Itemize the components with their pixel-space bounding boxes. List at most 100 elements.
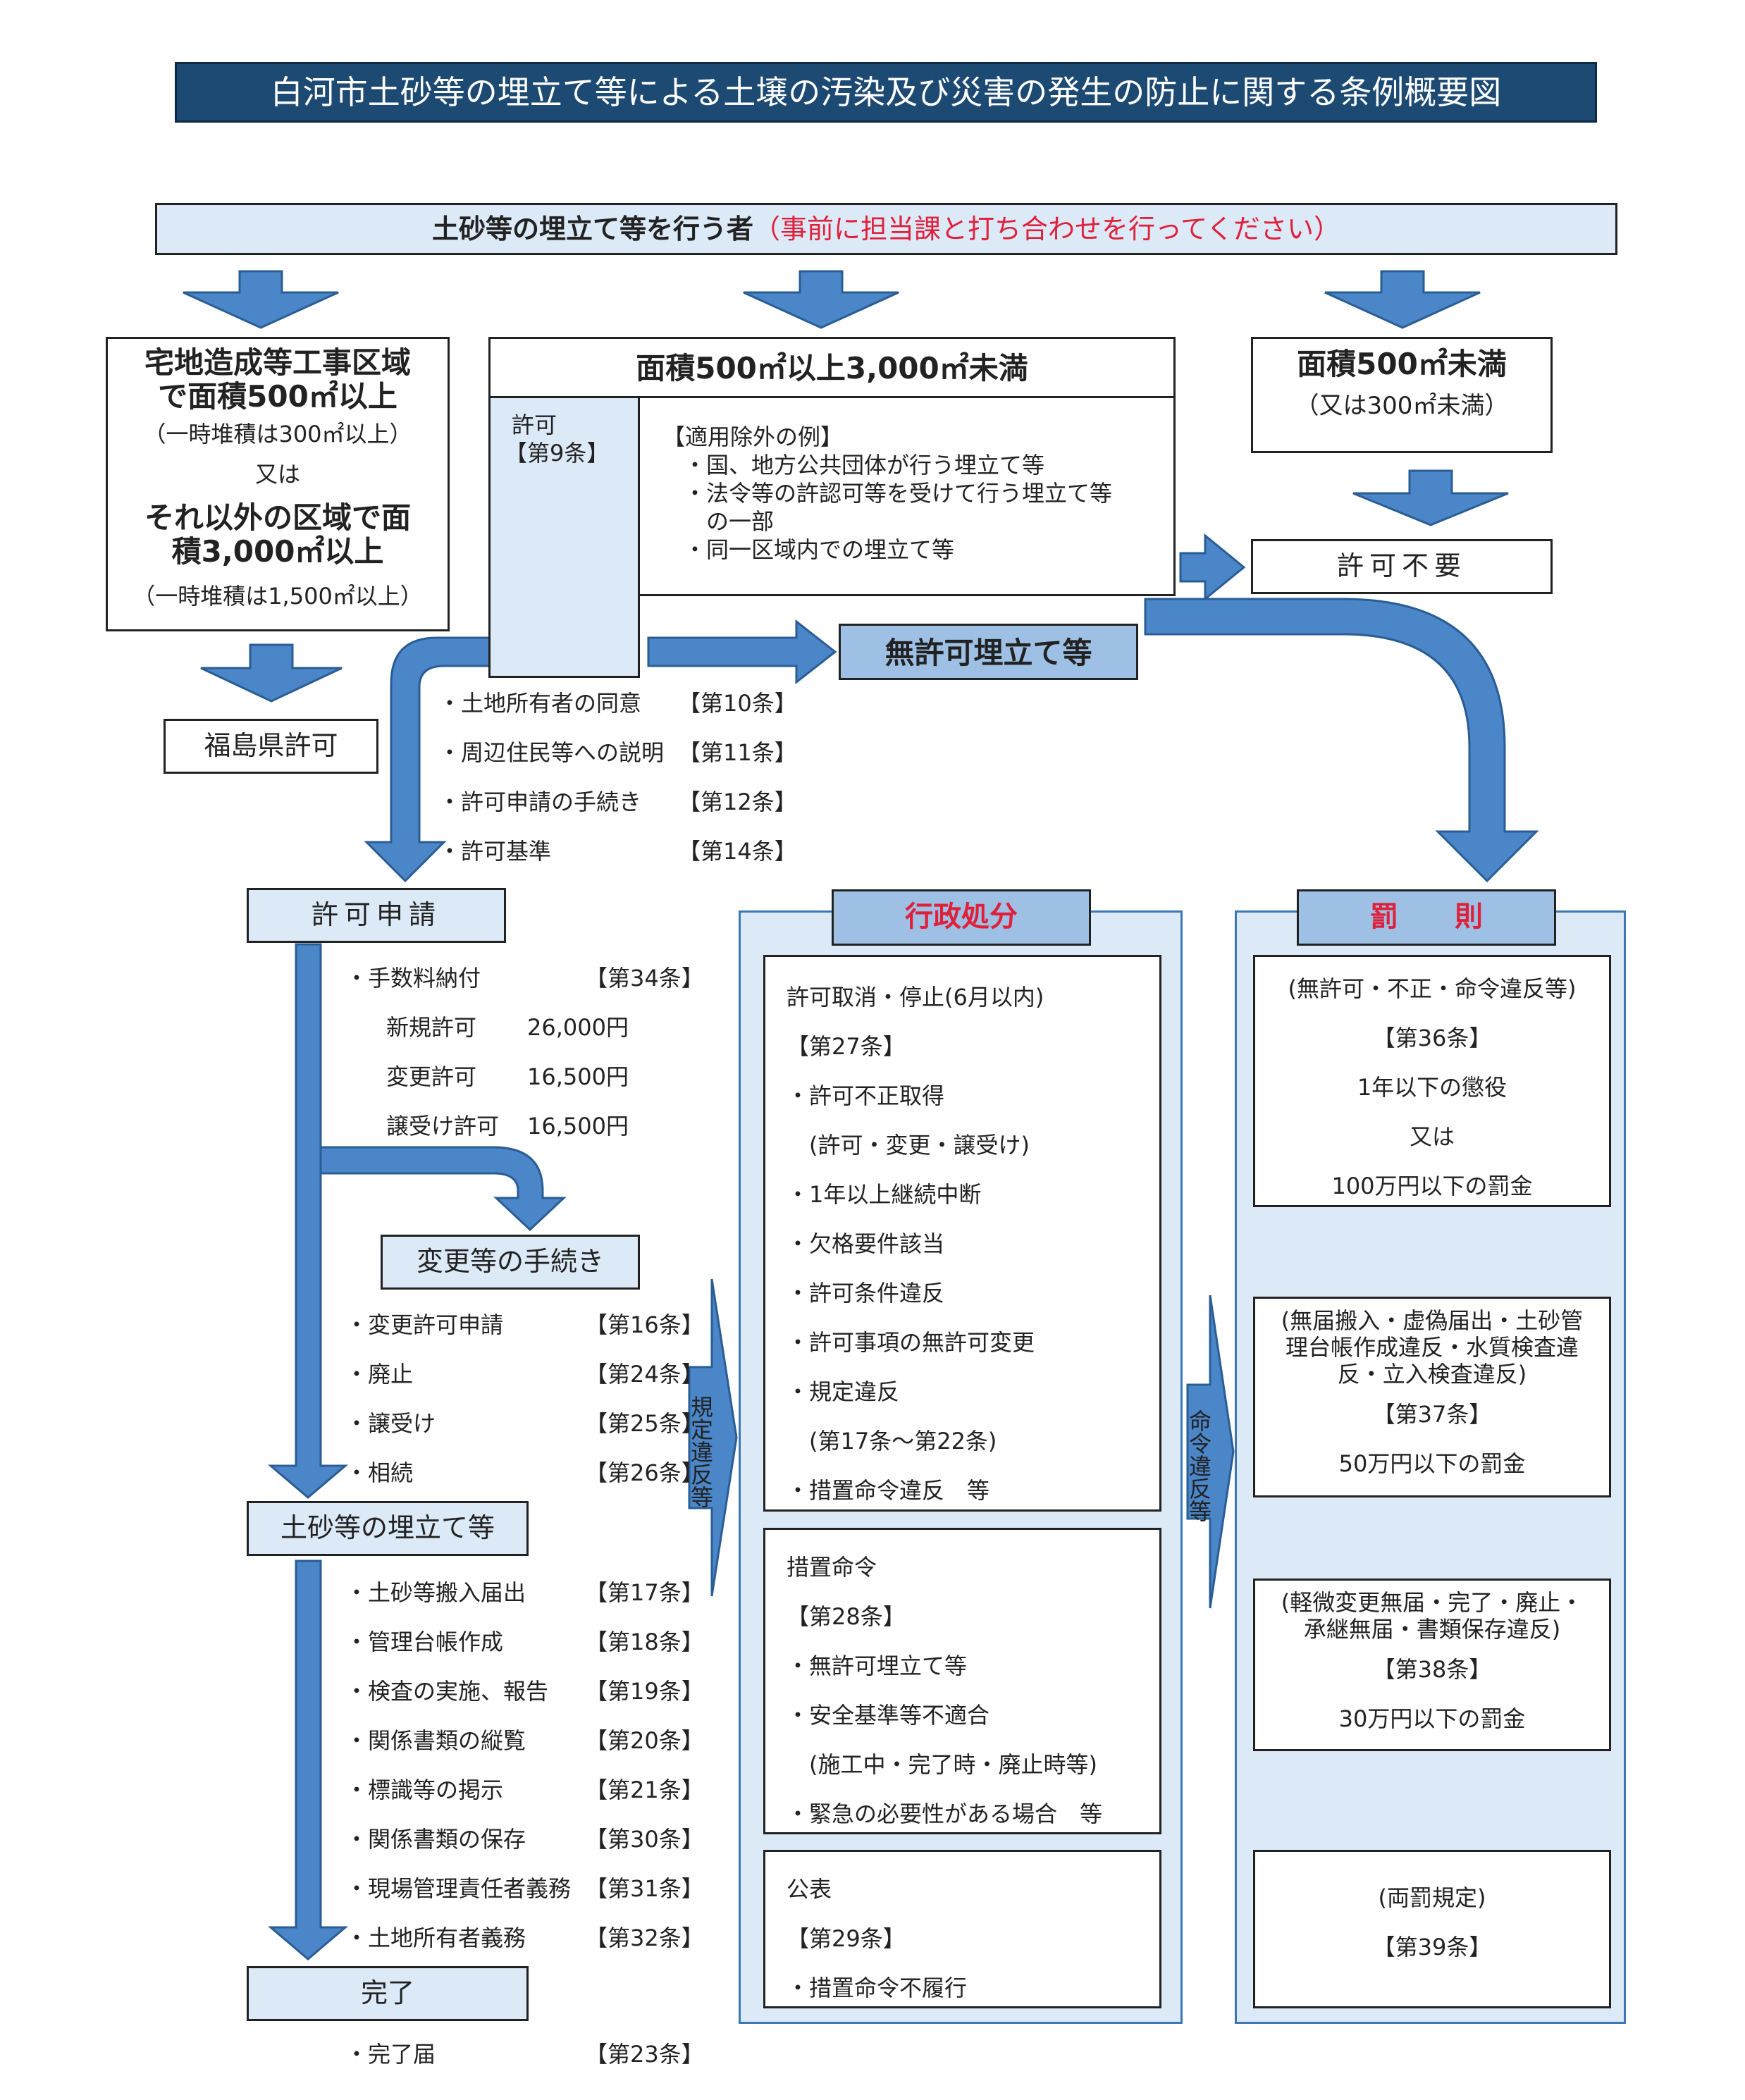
arrow-down-left-2 (200, 643, 343, 703)
admin1-line: ・許可事項の無許可変更 (787, 1329, 1035, 1356)
admin1-line: 【第27条】 (787, 1033, 906, 1060)
arrow-down-right (1324, 270, 1481, 329)
permit-box: 許可 【第9条】 (488, 396, 640, 678)
pre-item-label: ・許可基準 (438, 838, 552, 865)
admin1-line: ・措置命令違反 等 (787, 1477, 990, 1504)
admin1-line: ・1年以上継続中断 (787, 1181, 982, 1208)
fee-label: 変更許可 (386, 1063, 477, 1090)
exempt-item: ・国、地方公共団体が行う埋立て等 (684, 452, 1045, 478)
fee-label: ・手数料納付 (345, 965, 481, 992)
admin1-line: ・許可条件違反 (787, 1280, 945, 1307)
left-line5: それ以外の区域で面 (144, 500, 411, 535)
left-line1: 宅地造成等工事区域 (144, 345, 411, 380)
no-permit-needed-box: 許可不要 (1251, 539, 1553, 594)
penalty4-line: (両罰規定) (1378, 1884, 1486, 1911)
mid-divider (488, 396, 1176, 398)
admin3-line: 公表 (787, 1876, 832, 1903)
change-item-label: ・廃止 (345, 1361, 414, 1388)
penalty1-line: (無許可・不正・命令違反等) (1288, 975, 1577, 1002)
arrow-right-exempt (1179, 533, 1246, 602)
fee-label: 譲受け許可 (386, 1113, 500, 1139)
arrow-down-right-2 (1352, 469, 1509, 526)
fill-item-article: 【第18条】 (585, 1629, 704, 1655)
fee-value: 26,000円 (527, 1014, 629, 1041)
left-line4: 又は (254, 461, 300, 488)
fill-item-article: 【第17条】 (585, 1579, 704, 1606)
no-permit-needed-label: 許可不要 (1336, 550, 1467, 581)
penalty1-line: 【第36条】 (1372, 1025, 1492, 1051)
fee-value: 16,500円 (527, 1113, 629, 1139)
change-item-label: ・変更許可申請 (345, 1311, 504, 1338)
penalty-box-36: (無許可・不正・命令違反等) 【第36条】 1年以下の懲役 又は 100万円以下… (1253, 955, 1611, 1207)
fill-item-article: 【第21条】 (585, 1777, 704, 1803)
admin2-line: (施工中・完了時・廃止時等) (787, 1751, 1097, 1778)
penalty-box-37: (無届搬入・虚偽届出・土砂管 理台帳作成違反・水質検査違 反・立入検査違反) 【… (1253, 1297, 1611, 1497)
admin2-line: ・緊急の必要性がある場合 等 (787, 1801, 1103, 1827)
change-label: 変更等の手続き (416, 1246, 604, 1277)
penalty-header: 罰 則 (1297, 889, 1556, 946)
fill-label: 土砂等の埋立て等 (280, 1512, 495, 1543)
fill-box: 土砂等の埋立て等 (247, 1501, 529, 1556)
penalty2-line: 理台帳作成違反・水質検査違 (1285, 1334, 1579, 1361)
admin-box-revocation: 許可取消・停止(6月以内) 【第27条】 ・許可不正取得 (許可・変更・譲受け)… (763, 955, 1161, 1512)
unpermitted-box: 無許可埋立て等 (839, 624, 1138, 680)
fill-item-label: ・標識等の掲示 (345, 1777, 504, 1803)
penalty4-line: 【第39条】 (1372, 1934, 1492, 1960)
penalty3-line: 30万円以下の罰金 (1338, 1705, 1526, 1732)
change-item-label: ・譲受け (345, 1410, 436, 1437)
change-item-article: 【第26条】 (585, 1459, 704, 1486)
fill-item-label: ・関係書類の保存 (345, 1826, 526, 1853)
pre-item-label: ・周辺住民等への説明 (438, 739, 665, 766)
application-label: 許可申請 (311, 899, 441, 930)
fill-item-article: 【第31条】 (585, 1875, 704, 1902)
right-sub: （又は300㎡未満） (1295, 392, 1509, 420)
penalty1-line: 又は (1409, 1123, 1455, 1150)
fill-item-label: ・検査の実施、報告 (345, 1678, 549, 1705)
admin1-line: (第17条～第22条) (787, 1428, 997, 1454)
admin2-line: 【第28条】 (787, 1603, 906, 1630)
admin1-line: ・許可不正取得 (787, 1082, 945, 1109)
exempt-item: の一部 (684, 508, 775, 535)
fill-item-label: ・土砂等搬入届出 (345, 1579, 526, 1606)
admin-box-order: 措置命令 【第28条】 ・無許可埋立て等 ・安全基準等不適合 (施工中・完了時・… (763, 1528, 1161, 1834)
exempt-item: ・同一区域内での埋立て等 (684, 536, 955, 563)
fill-item-article: 【第32条】 (585, 1925, 704, 1951)
fill-item-label: ・現場管理責任者義務 (345, 1875, 572, 1902)
arrow-down-flow-1 (267, 943, 349, 1499)
exempt-item: ・法令等の許認可等を受けて行う埋立て等 (684, 480, 1113, 507)
arrow-branch-to-change (319, 1146, 567, 1232)
penalty2-line: (無届搬入・虚偽届出・土砂管 (1281, 1307, 1584, 1334)
pre-item-article: 【第10条】 (678, 690, 797, 717)
fill-item-article: 【第19条】 (585, 1678, 704, 1705)
arrow-right-unpermitted (647, 619, 837, 685)
change-item-article: 【第16条】 (585, 1311, 704, 1338)
order-violation-arrow-label: 命令違反等 (1185, 1409, 1212, 1522)
exempt-list: 【適用除外の例】 ・国、地方公共団体が行う埋立て等 ・法令等の許認可等を受けて行… (662, 423, 1112, 564)
penalty1-line: 100万円以下の罰金 (1331, 1173, 1533, 1199)
admin1-line: ・欠格要件該当 (787, 1230, 945, 1257)
arrow-down-left (183, 270, 339, 329)
application-box: 許可申請 (247, 888, 506, 943)
complete-label: 完了 (360, 1977, 414, 2008)
penalty2-line: 反・立入検査違反) (1337, 1361, 1527, 1388)
change-box: 変更等の手続き (381, 1235, 640, 1290)
admin3-line: ・措置命令不履行 (787, 1975, 968, 2001)
fukushima-permit-label: 福島県許可 (204, 730, 338, 761)
penalty3-line: (軽微変更無届・完了・廃止・ (1281, 1589, 1584, 1616)
admin3-line: 【第29条】 (787, 1925, 906, 1952)
admin1-line: (許可・変更・譲受け) (787, 1132, 1030, 1159)
pre-item-label: ・許可申請の手続き (438, 789, 642, 815)
top-actor-label: 土砂等の埋立て等を行う者 (432, 214, 754, 245)
pre-item-label: ・土地所有者の同意 (438, 690, 642, 717)
complete-item-label: ・完了届 (345, 2041, 436, 2068)
exempt-title: 【適用除外の例】 (662, 424, 844, 450)
permit-article: 【第9条】 (505, 440, 610, 467)
fee-value: 16,500円 (527, 1063, 629, 1090)
penalty-box-38: (軽微変更無届・完了・廃止・ 承継無届・書類保存違反) 【第38条】 30万円以… (1253, 1579, 1611, 1751)
change-item-article: 【第25条】 (585, 1410, 704, 1437)
pre-item-article: 【第14条】 (678, 838, 797, 865)
penalty-box-39: (両罰規定) 【第39条】 (1253, 1850, 1611, 2008)
arrow-curve-to-penalty (1144, 598, 1539, 883)
admin1-line: ・規定違反 (787, 1378, 900, 1405)
fukushima-permit-box: 福島県許可 (164, 719, 378, 774)
